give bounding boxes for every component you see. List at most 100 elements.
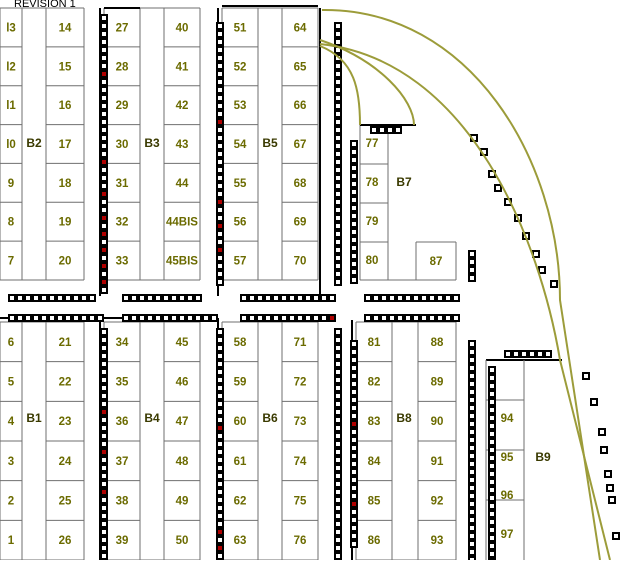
block-label: B9 <box>535 450 551 464</box>
cell-inner <box>66 316 70 320</box>
cell-inner <box>398 296 402 300</box>
cell-inner <box>306 316 310 320</box>
cell-inner <box>490 416 494 420</box>
cell-inner <box>470 470 474 474</box>
sensor-marker <box>582 372 590 380</box>
cell-inner <box>102 466 106 470</box>
cell-inner <box>470 446 474 450</box>
cell-inner <box>352 478 356 482</box>
cell-inner <box>336 216 340 220</box>
cell-inner <box>352 350 356 354</box>
sensor-marker <box>598 428 606 436</box>
cell-inner <box>470 350 474 354</box>
room-label: 45BIS <box>166 256 198 268</box>
cell-inner <box>102 418 106 422</box>
cell-inner <box>290 296 294 300</box>
room-label: 96 <box>501 490 514 502</box>
cell-inner <box>490 448 494 452</box>
sensor-row <box>8 314 104 322</box>
cell-inner <box>218 402 222 406</box>
cell-inner <box>102 16 106 20</box>
cell-inner <box>218 482 222 486</box>
cell-inner <box>218 370 222 374</box>
cell-inner <box>490 520 494 524</box>
cell-alarm <box>102 280 106 284</box>
room-label: 36 <box>116 416 129 428</box>
cell-inner <box>422 316 426 320</box>
cell-alarm <box>102 450 106 454</box>
block-label: B5 <box>262 136 278 150</box>
cell-inner <box>336 56 340 60</box>
room-label: 37 <box>116 456 129 468</box>
sensor-row <box>240 294 336 302</box>
cell-inner <box>470 534 474 538</box>
sensor-marker <box>470 134 478 142</box>
cell-inner <box>390 316 394 320</box>
cell-alarm <box>102 192 106 196</box>
cell-inner <box>188 296 192 300</box>
sensor-row <box>122 314 218 322</box>
room-label: 78 <box>366 177 379 189</box>
cell-inner <box>600 430 604 434</box>
room-label: 91 <box>431 456 444 468</box>
cell-inner <box>218 152 222 156</box>
cell-inner <box>438 296 442 300</box>
cell-inner <box>514 352 518 356</box>
cell-inner <box>352 438 356 442</box>
cell-inner <box>352 230 356 234</box>
cell-inner <box>90 316 94 320</box>
cell-inner <box>610 498 614 502</box>
cell-inner <box>406 296 410 300</box>
room-label: 7 <box>8 256 14 268</box>
cell-inner <box>352 262 356 266</box>
sensor-marker <box>600 446 608 454</box>
cell-inner <box>298 296 302 300</box>
cell-inner <box>336 450 340 454</box>
sensor-marker <box>606 484 614 492</box>
room-label: 59 <box>234 377 247 389</box>
cell-inner <box>218 72 222 76</box>
sensor-column <box>216 22 224 286</box>
cell-inner <box>336 184 340 188</box>
cell-inner <box>336 402 340 406</box>
cell-inner <box>102 40 106 44</box>
cell-inner <box>250 316 254 320</box>
cell-inner <box>584 374 588 378</box>
cell-inner <box>218 330 222 334</box>
cell-inner <box>212 316 216 320</box>
room-label: 25 <box>59 496 72 508</box>
cell-inner <box>322 316 326 320</box>
cell-inner <box>490 544 494 548</box>
cell-inner <box>218 490 222 494</box>
cell-inner <box>218 498 222 502</box>
room-label: 70 <box>294 256 307 268</box>
cell-inner <box>336 370 340 374</box>
cell-inner <box>218 32 222 36</box>
room-label: 40 <box>176 22 189 34</box>
cell-inner <box>218 80 222 84</box>
cell-inner <box>490 368 494 372</box>
cell-inner <box>10 296 14 300</box>
room-label: 60 <box>234 416 247 428</box>
sensor-marker <box>550 280 558 288</box>
cell-inner <box>218 168 222 172</box>
sensor-row <box>122 294 202 302</box>
room-label: 2 <box>8 496 14 508</box>
cell-alarm <box>352 422 356 426</box>
room-label: 1 <box>8 535 15 547</box>
cell-inner <box>470 550 474 554</box>
room-label: 73 <box>294 416 307 428</box>
cell-inner <box>336 498 340 502</box>
cell-inner <box>124 316 128 320</box>
walkway-curve <box>321 8 601 561</box>
cell-inner <box>336 248 340 252</box>
sensor-column <box>350 140 358 284</box>
cell-inner <box>490 408 494 412</box>
room-label: 20 <box>59 256 72 268</box>
cell-inner <box>102 256 106 260</box>
room-label: 77 <box>366 138 379 150</box>
cell-inner <box>102 546 106 550</box>
cell-inner <box>352 542 356 546</box>
cell-inner <box>82 296 86 300</box>
room-label: 97 <box>501 529 514 541</box>
